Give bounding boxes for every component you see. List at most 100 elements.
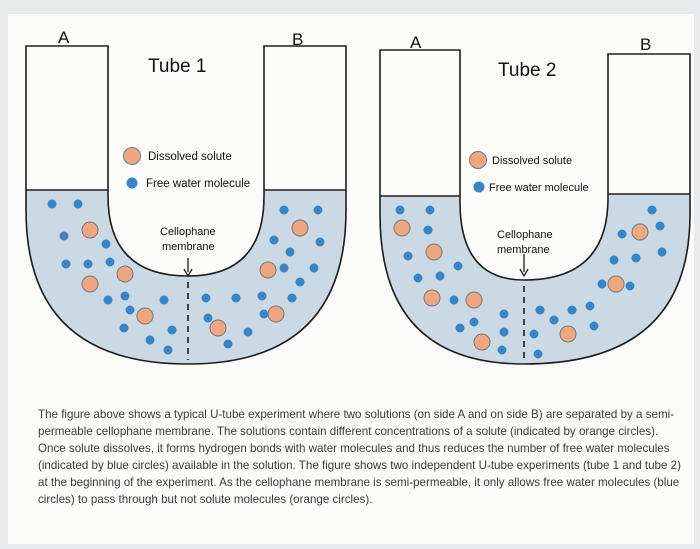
tube-2-outline (379, 49, 691, 365)
tube-2-membrane-arrowhead (519, 268, 529, 278)
tube-1-title: Tube 1 (148, 56, 206, 77)
water-molecule (223, 339, 233, 349)
water-molecule (259, 309, 269, 319)
water-molecule (119, 323, 129, 333)
water-molecule (287, 293, 297, 303)
solute-molecule (291, 219, 309, 237)
tube-1-membrane-label-line1: Cellophane (160, 226, 216, 238)
water-molecule (73, 199, 83, 209)
solute-molecule (473, 333, 491, 351)
water-molecule (435, 271, 445, 281)
water-molecule (295, 277, 305, 287)
water-molecule (567, 305, 577, 315)
tube-1-side-a-label: A (58, 28, 70, 47)
tube-1-solution (26, 190, 346, 364)
tube-2-side-b-label: B (640, 35, 651, 54)
water-molecule (125, 305, 135, 315)
tube-1-side-b-label: B (292, 30, 303, 49)
tube-2-legend-solute-icon (469, 151, 487, 169)
water-molecule (203, 313, 213, 323)
water-molecule (120, 291, 130, 301)
solute-molecule (465, 291, 483, 309)
water-molecule (201, 293, 211, 303)
water-molecule (497, 345, 507, 355)
water-molecule (449, 295, 459, 305)
water-molecule (83, 259, 93, 269)
tube-1-membrane-arrowhead (183, 268, 193, 278)
tube-1-legend-water-label: Free water molecule (146, 178, 250, 190)
water-molecule (585, 301, 595, 311)
tube-1-legend-water-icon (126, 177, 138, 189)
water-molecule (269, 235, 279, 245)
water-molecule (413, 273, 423, 283)
water-molecule (423, 225, 433, 235)
water-molecule (47, 199, 57, 209)
water-molecule (533, 349, 543, 359)
solute-molecule (607, 275, 625, 293)
water-molecule (163, 345, 173, 355)
water-molecule (257, 291, 267, 301)
water-molecule (499, 327, 509, 337)
tube-2-title: Tube 2 (498, 60, 556, 81)
tube-1: A B Tube 1 Dissolved solute Free water m… (25, 28, 347, 365)
tube-2-solution (380, 194, 690, 364)
water-molecule (103, 295, 113, 305)
water-molecule (403, 251, 413, 261)
water-molecule (597, 279, 607, 289)
water-molecule (549, 315, 559, 325)
water-molecule (285, 247, 295, 257)
tube-1-outline (25, 45, 347, 365)
water-molecule (309, 263, 319, 273)
solute-molecule (136, 307, 154, 325)
solute-molecule (393, 219, 411, 237)
water-molecule (609, 255, 619, 265)
tube-1-legend-solute-label: Dissolved solute (148, 151, 232, 163)
water-molecule (243, 327, 253, 337)
water-molecule (395, 205, 405, 215)
solute-molecule (559, 325, 577, 343)
figure-page: A B Tube 1 Dissolved solute Free water m… (8, 14, 694, 544)
water-molecule (529, 329, 539, 339)
solute-molecule (81, 221, 99, 239)
tube-2-legend-water-icon (473, 181, 485, 193)
water-molecule (455, 323, 465, 333)
water-molecule (315, 237, 325, 247)
tube-1-legend-solute-icon (123, 147, 141, 165)
solute-molecule (425, 243, 443, 261)
water-molecule (631, 253, 641, 263)
tube-2-membrane-label-line1: Cellophane (497, 229, 553, 241)
water-molecule (617, 229, 627, 239)
tube-2-molecules (393, 205, 667, 359)
water-molecule (647, 205, 657, 215)
tube-2-side-a-label: A (410, 33, 422, 52)
solute-molecule (81, 275, 99, 293)
water-molecule (167, 325, 177, 335)
water-molecule (105, 257, 115, 267)
solute-molecule (259, 261, 277, 279)
water-molecule (589, 321, 599, 331)
water-molecule (535, 305, 545, 315)
water-molecule (159, 295, 169, 305)
water-molecule (453, 261, 463, 271)
water-molecule (59, 231, 69, 241)
water-molecule (61, 259, 71, 269)
tube-1-molecules (47, 199, 325, 355)
water-molecule (425, 205, 435, 215)
tube-2-legend-solute-label: Dissolved solute (492, 155, 572, 167)
water-molecule (313, 205, 323, 215)
water-molecule (279, 205, 289, 215)
tube-2: A B Tube 2 Dissolved solute Free water m… (379, 33, 691, 365)
solute-molecule (423, 289, 441, 307)
solute-molecule (209, 319, 227, 337)
water-molecule (279, 263, 289, 273)
solute-molecule (267, 305, 285, 323)
tube-2-membrane-label-line2: membrane (497, 244, 550, 256)
water-molecule (231, 293, 241, 303)
water-molecule (625, 281, 635, 291)
water-molecule (101, 239, 111, 249)
tube-2-legend-water-label: Free water molecule (489, 182, 589, 194)
tube-1-membrane-label-line2: membrane (162, 241, 215, 253)
water-molecule (655, 221, 665, 231)
water-molecule (499, 309, 509, 319)
solute-molecule (631, 223, 649, 241)
